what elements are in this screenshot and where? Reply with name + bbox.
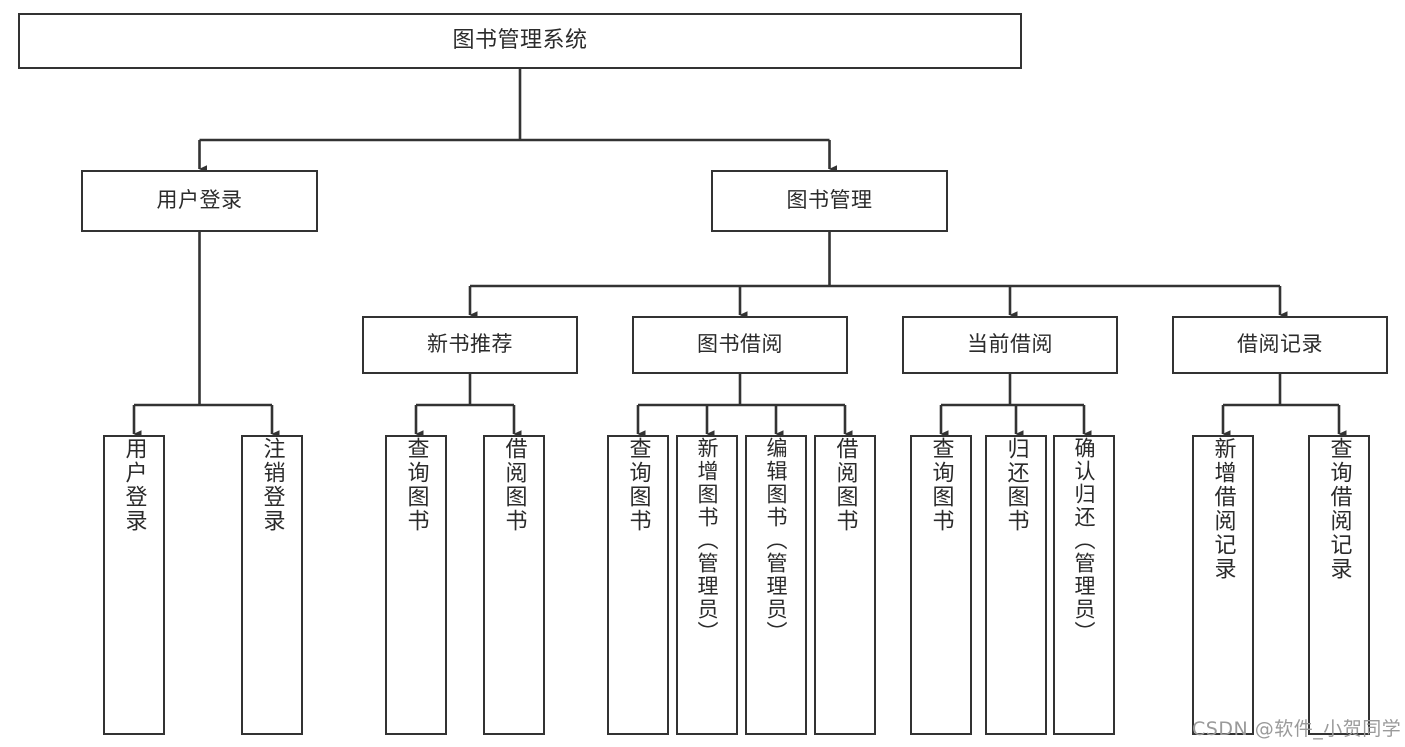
node-label: 借阅图书 xyxy=(501,437,527,533)
node-leaf-query-book-3[interactable]: 查询图书 xyxy=(910,435,972,735)
node-label: 图书借阅 xyxy=(697,332,783,357)
node-label: 借阅图书 xyxy=(832,437,858,533)
node-label: 用户登录 xyxy=(121,437,147,533)
csdn-watermark: CSDN @软件_小贺同学 xyxy=(1192,718,1402,740)
node-label: 当前借阅 xyxy=(967,332,1053,357)
node-leaf-borrow-book-2[interactable]: 借阅图书 xyxy=(814,435,876,735)
node-leaf-add-book[interactable]: 新增图书（管理员） xyxy=(676,435,738,735)
node-borrow-record[interactable]: 借阅记录 xyxy=(1172,316,1388,374)
node-label: 编辑图书（管理员） xyxy=(764,437,789,644)
node-label: 查询借阅记录 xyxy=(1326,437,1352,581)
node-label: 查询图书 xyxy=(403,437,429,533)
node-label: 确认归还（管理员） xyxy=(1072,437,1097,644)
node-leaf-query-record[interactable]: 查询借阅记录 xyxy=(1308,435,1370,735)
node-label: 新书推荐 xyxy=(427,332,513,357)
node-leaf-query-book-2[interactable]: 查询图书 xyxy=(607,435,669,735)
node-label: 注销登录 xyxy=(259,437,285,533)
node-label: 图书管理系统 xyxy=(452,27,588,53)
node-leaf-query-book-1[interactable]: 查询图书 xyxy=(385,435,447,735)
node-label: 借阅记录 xyxy=(1237,332,1323,357)
node-label: 归还图书 xyxy=(1003,437,1029,533)
node-leaf-user-logout[interactable]: 注销登录 xyxy=(241,435,303,735)
node-label: 查询图书 xyxy=(928,437,954,533)
node-book-manage[interactable]: 图书管理 xyxy=(711,170,948,232)
node-new-book-rec[interactable]: 新书推荐 xyxy=(362,316,578,374)
node-leaf-return-book[interactable]: 归还图书 xyxy=(985,435,1047,735)
node-leaf-edit-book[interactable]: 编辑图书（管理员） xyxy=(745,435,807,735)
node-leaf-user-login[interactable]: 用户登录 xyxy=(103,435,165,735)
node-leaf-borrow-book-1[interactable]: 借阅图书 xyxy=(483,435,545,735)
node-book-borrow[interactable]: 图书借阅 xyxy=(632,316,848,374)
node-leaf-add-record[interactable]: 新增借阅记录 xyxy=(1192,435,1254,735)
node-label: 图书管理 xyxy=(786,188,873,213)
node-leaf-confirm-return[interactable]: 确认归还（管理员） xyxy=(1053,435,1115,735)
node-label: 用户登录 xyxy=(156,188,243,213)
node-label: 新增借阅记录 xyxy=(1210,437,1236,581)
node-current-borrow[interactable]: 当前借阅 xyxy=(902,316,1118,374)
node-user-login[interactable]: 用户登录 xyxy=(81,170,318,232)
node-label: 新增图书（管理员） xyxy=(695,437,720,644)
node-root[interactable]: 图书管理系统 xyxy=(18,13,1022,69)
node-label: 查询图书 xyxy=(625,437,651,533)
